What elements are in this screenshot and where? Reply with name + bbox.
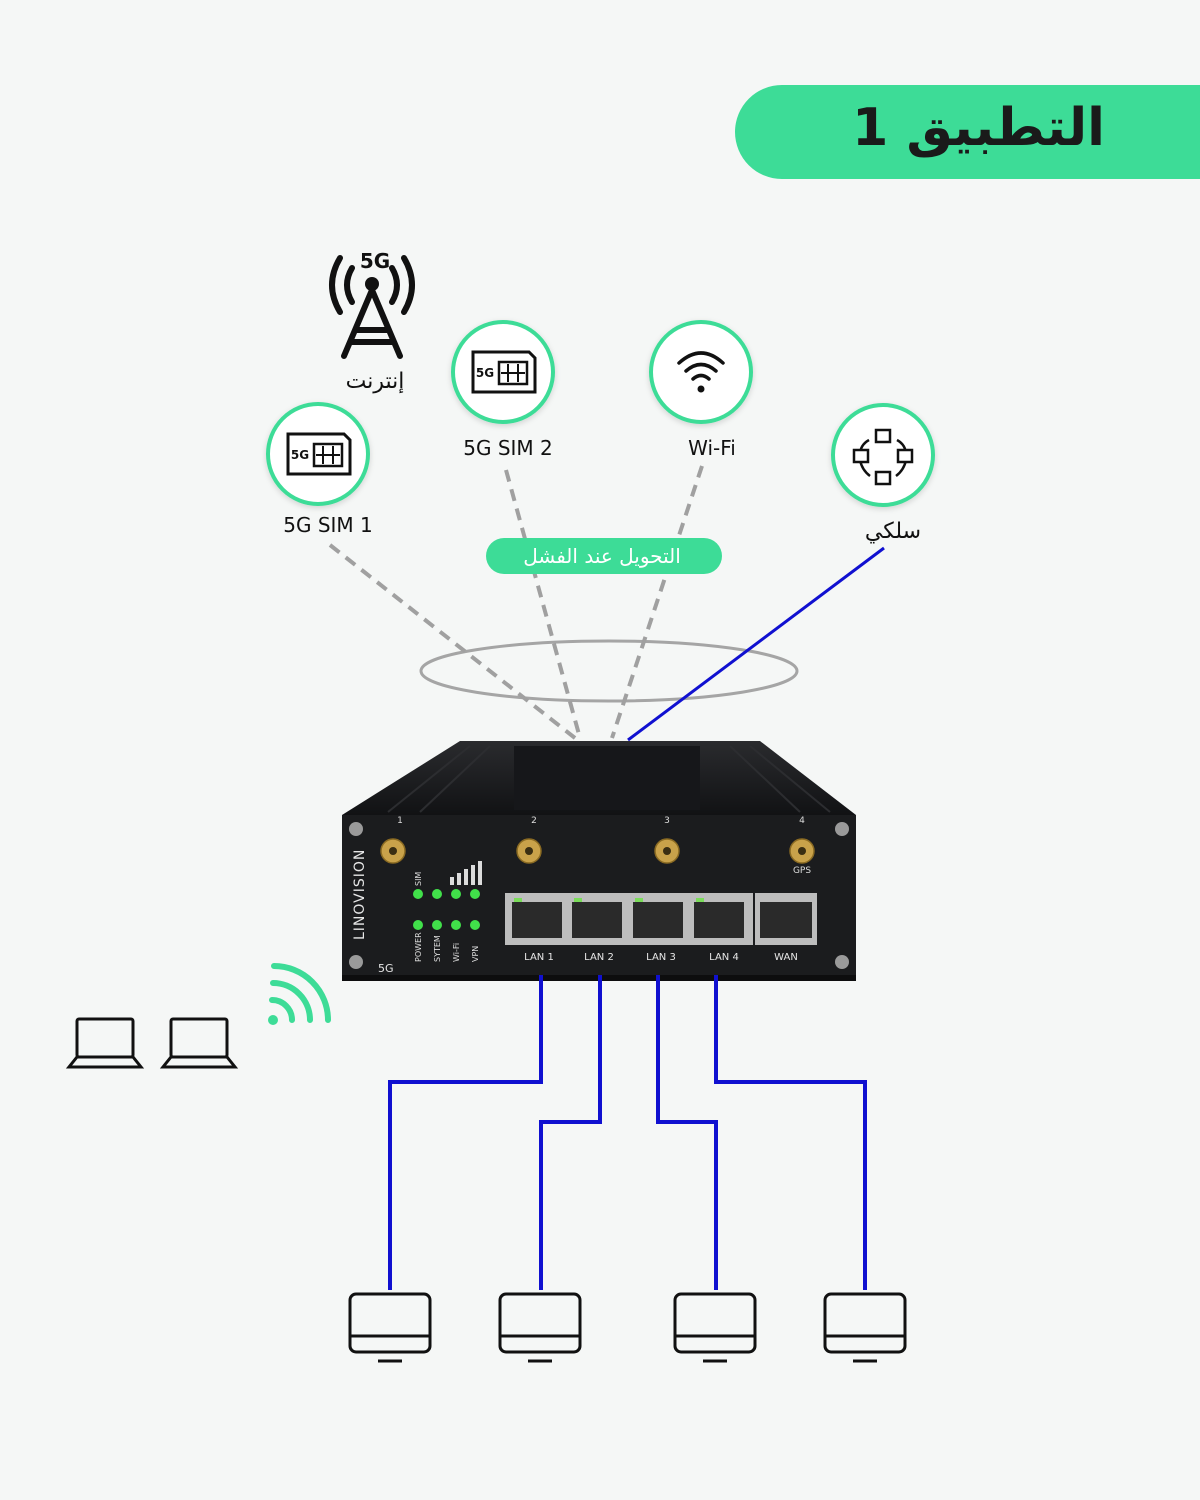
lan1-cable xyxy=(388,975,543,1290)
sim-card-icon xyxy=(471,350,537,394)
router-brand: LINOVISION xyxy=(352,849,368,940)
wired-label: سلكي xyxy=(865,519,921,544)
wifi-label: Wi-Fi xyxy=(688,436,736,460)
laptop-icon xyxy=(65,1017,145,1069)
sim1-node: 5G xyxy=(266,402,370,506)
svg-text:LAN 3: LAN 3 xyxy=(646,952,676,963)
laptop-icon xyxy=(159,1017,239,1069)
lan3-cable xyxy=(656,975,718,1290)
wired-node xyxy=(831,403,935,507)
svg-text:GPS: GPS xyxy=(793,866,811,876)
title-pill xyxy=(735,85,1200,179)
monitor-icon xyxy=(673,1292,757,1363)
wired-link xyxy=(627,546,885,742)
wifi-link xyxy=(610,465,704,739)
svg-text:SYTEM: SYTEM xyxy=(433,935,442,962)
svg-text:WAN: WAN xyxy=(774,952,798,963)
sim2-link xyxy=(504,469,582,739)
failover-label: التحويل عند الفشل xyxy=(523,544,681,568)
sim1-link xyxy=(328,543,577,740)
lan4-cable xyxy=(714,975,867,1290)
svg-text:2: 2 xyxy=(531,816,537,826)
monitor-icon xyxy=(348,1292,432,1363)
page-title: التطبيق 1 xyxy=(852,98,1105,158)
svg-text:LAN 1: LAN 1 xyxy=(524,952,554,963)
tower-label: إنترنت xyxy=(346,369,405,394)
wifi-node xyxy=(649,320,753,424)
svg-text:LAN 2: LAN 2 xyxy=(584,952,614,963)
wifi-icon xyxy=(677,351,725,381)
router-model-badge: 5G xyxy=(378,962,394,975)
svg-text:SIM: SIM xyxy=(414,872,423,886)
sim2-node: 5G xyxy=(451,320,555,424)
sim1-label: 5G SIM 1 xyxy=(283,513,373,537)
svg-text:LAN 4: LAN 4 xyxy=(709,952,739,963)
svg-text:3: 3 xyxy=(664,816,670,826)
wifi-signal-icon xyxy=(268,963,331,1025)
antenna-ring xyxy=(419,639,799,703)
monitor-icon xyxy=(498,1292,582,1363)
router-device: LINOVISION 5G 1 2 3 4 GPS SIM xyxy=(342,741,856,981)
cell-tower-icon: 5G xyxy=(329,249,415,359)
antenna-connectors: 1 2 3 4 GPS xyxy=(380,816,815,876)
network-topology-icon xyxy=(852,428,914,486)
status-leds: SIM POWER SYTEM Wi-Fi VPN xyxy=(413,861,482,962)
svg-text:Wi-Fi: Wi-Fi xyxy=(452,943,461,962)
lan2-cable xyxy=(539,975,602,1290)
ethernet-ports: LAN 1 LAN 2 LAN 3 LAN 4 WAN xyxy=(505,893,817,963)
lan-cables xyxy=(388,975,867,1290)
svg-text:5G: 5G xyxy=(476,366,494,380)
sim-card-icon xyxy=(286,432,352,476)
svg-text:VPN: VPN xyxy=(471,946,480,962)
svg-text:1: 1 xyxy=(397,816,403,826)
sim2-label: 5G SIM 2 xyxy=(463,436,553,460)
wireless-links xyxy=(328,465,704,740)
monitor-icon xyxy=(823,1292,907,1363)
svg-text:4: 4 xyxy=(799,816,805,826)
tower-badge: 5G xyxy=(360,249,390,273)
svg-text:POWER: POWER xyxy=(414,932,423,962)
failover-pill xyxy=(486,538,722,574)
svg-text:5G: 5G xyxy=(291,448,309,462)
